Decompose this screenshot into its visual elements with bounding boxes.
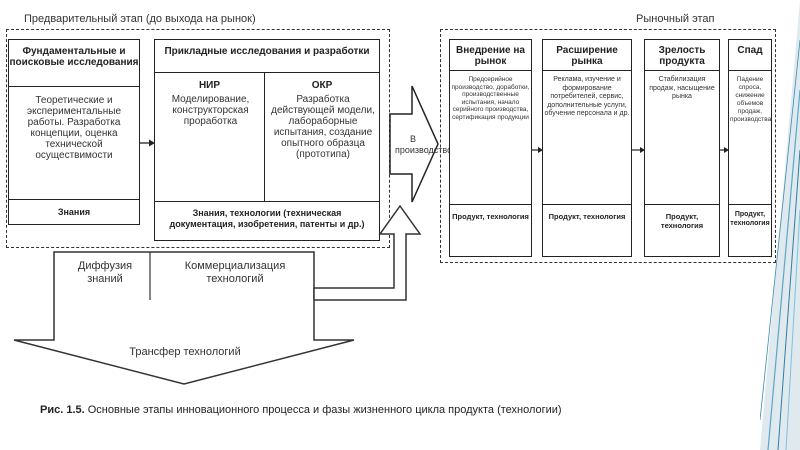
phase-maturity-box: Зрелость продукта Стабилизация продаж, н… (644, 39, 720, 257)
phase-introduction-box: Внедрение на рынок Предсерийное производ… (449, 39, 532, 257)
production-label: В производство (395, 134, 453, 155)
phase-arrow (719, 147, 729, 153)
pre-market-label: Предварительный этап (до выхода на рынок… (24, 13, 256, 25)
nir-title: НИР (198, 80, 221, 91)
transfer-arrow (13, 204, 422, 385)
okr-body: Разработка действующей модели, лаборабор… (271, 94, 375, 160)
market-frame (440, 29, 776, 263)
applied-footer: Знания, технологии (техническая документ… (169, 208, 365, 229)
applied-title: Прикладные исследования и разработки (164, 46, 370, 57)
phase-title: Внедрение на рынок (456, 45, 525, 67)
phase-footer: Продукт, технология (660, 212, 704, 230)
production-arrow (389, 85, 439, 203)
phase-body: Стабилизация продаж, насыщение рынка (649, 76, 715, 100)
connector-arrow (139, 139, 155, 147)
phase-body: Реклама, изучение и формирование потреби… (544, 76, 630, 117)
phase-footer: Продукт, технология (548, 212, 626, 221)
diffusion-label: Диффузия знаний (77, 260, 133, 285)
phase-decline-box: Спад Падение спроса, снижение объемов пр… (728, 39, 772, 257)
decorative-stripes (760, 0, 800, 450)
fundamental-title: Фундаментальные и поисковые исследования (9, 46, 139, 68)
applied-research-box: Прикладные исследования и разработки НИР… (154, 39, 380, 241)
caption-text: Основные этапы инновационного процесса и… (87, 404, 562, 416)
commercialization-label: Коммерциализация технологий (184, 260, 286, 285)
phase-title: Спад (737, 45, 763, 56)
phase-footer: Продукт, технология (730, 211, 770, 227)
fundamental-research-box: Фундаментальные и поисковые исследования… (8, 39, 140, 225)
phase-title: Расширение рынка (556, 45, 618, 67)
phase-body: Падение спроса, снижение объемов продаж,… (730, 76, 772, 123)
nir-body: Моделирование, конструкторская проработк… (171, 94, 250, 127)
phase-footer: Продукт, технология (452, 212, 529, 221)
phase-body: Предсерийное производство, доработки, пр… (451, 76, 530, 121)
phase-expansion-box: Расширение рынка Реклама, изучение и фор… (542, 39, 632, 257)
okr-title: ОКР (311, 80, 333, 91)
caption-prefix: Рис. 1.5. (40, 404, 85, 416)
phase-arrow (631, 147, 645, 153)
fundamental-footer: Знания (57, 207, 91, 217)
transfer-label: Трансфер технологий (129, 346, 241, 358)
market-label: Рыночный этап (636, 13, 715, 25)
figure-caption: Рис. 1.5. Основные этапы инновационного … (40, 404, 760, 416)
phase-arrow (531, 147, 543, 153)
fundamental-body: Теоретические и экспериментальные работы… (26, 95, 122, 161)
phase-title: Зрелость продукта (658, 45, 706, 67)
